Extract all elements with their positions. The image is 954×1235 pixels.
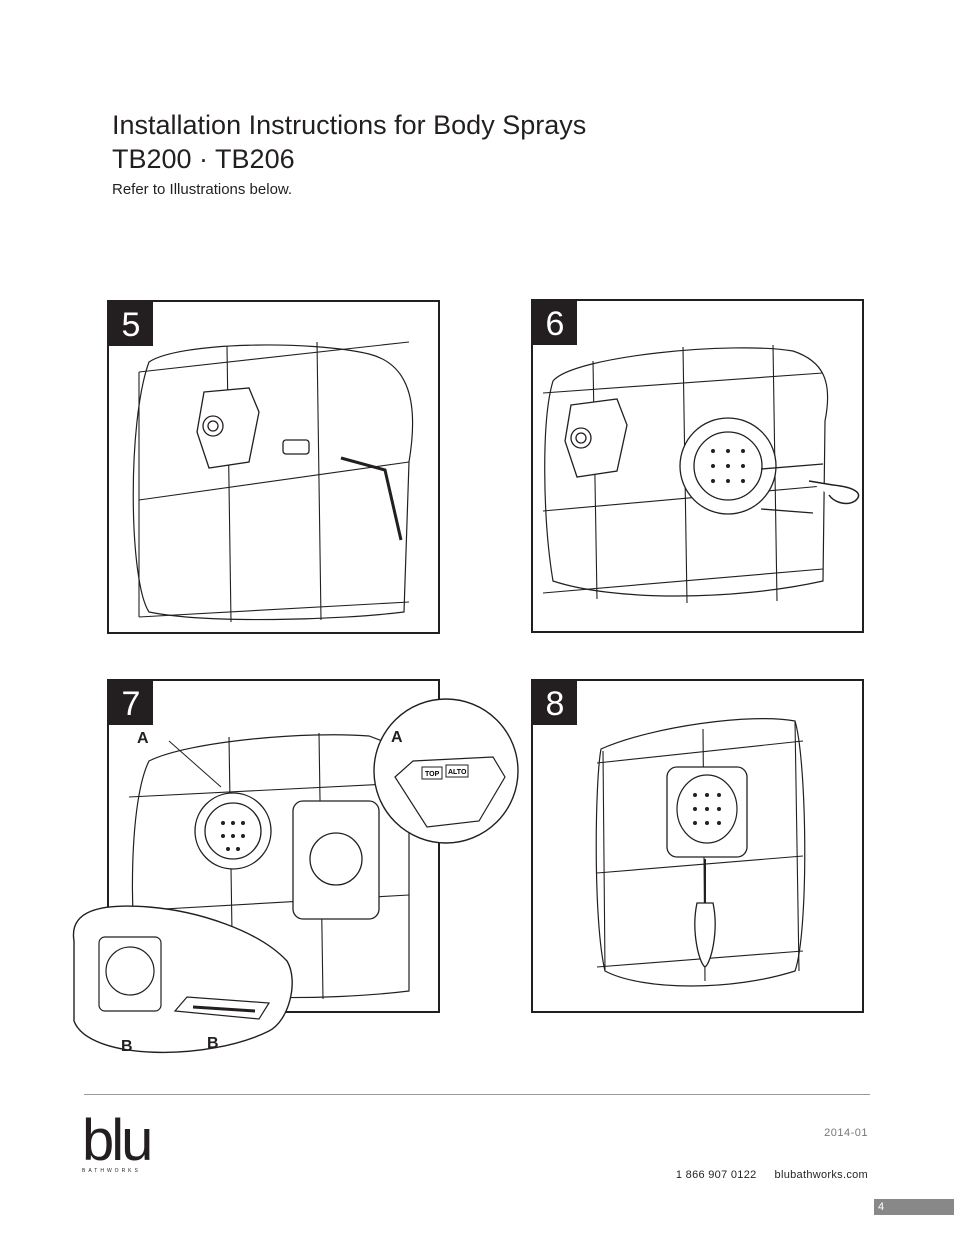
page-title: Installation Instructions for Body Spray… bbox=[112, 108, 586, 176]
contact-line: 1 866 907 0122 blubathworks.com bbox=[676, 1169, 868, 1181]
step-5-illustration bbox=[132, 341, 414, 623]
logo-subtext: BATHWORKS bbox=[82, 1168, 141, 1174]
callout-a-main: A bbox=[137, 730, 149, 747]
step-8-panel: 8 bbox=[531, 679, 864, 1013]
page-number: 4 bbox=[874, 1199, 954, 1215]
step-7-number: 7 bbox=[109, 681, 153, 725]
step-5-panel: 5 bbox=[107, 300, 440, 634]
document-date: 2014-01 bbox=[824, 1127, 868, 1139]
step-5-number: 5 bbox=[109, 302, 153, 346]
website-link[interactable]: blubathworks.com bbox=[774, 1169, 868, 1181]
footer-divider bbox=[84, 1094, 870, 1095]
logo-wordmark: blu bbox=[82, 1108, 153, 1173]
callout-b-right: B bbox=[207, 1035, 219, 1052]
step-6-panel: 6 bbox=[531, 299, 864, 633]
step-8-illustration bbox=[595, 718, 806, 987]
callout-a-detail: A bbox=[391, 729, 403, 746]
title-line-2: TB200 · TB206 bbox=[112, 144, 295, 174]
step-7-illustration: TOP ALTO bbox=[72, 698, 519, 1054]
title-line-1: Installation Instructions for Body Spray… bbox=[112, 110, 587, 140]
step-8-number: 8 bbox=[533, 681, 577, 725]
step-6-number: 6 bbox=[533, 301, 577, 345]
phone-number: 1 866 907 0122 bbox=[675, 1169, 757, 1181]
step-6-illustration bbox=[542, 344, 860, 604]
brand-logo: blu BATHWORKS bbox=[82, 1108, 153, 1175]
step-7-panel: 7 TOP ALTO A A B B bbox=[72, 679, 519, 1055]
page-subtitle: Refer to Illustrations below. bbox=[112, 181, 293, 198]
callout-b-left: B bbox=[121, 1038, 133, 1055]
detail-top-label: TOP bbox=[425, 771, 440, 778]
detail-alto-label: ALTO bbox=[448, 769, 467, 776]
